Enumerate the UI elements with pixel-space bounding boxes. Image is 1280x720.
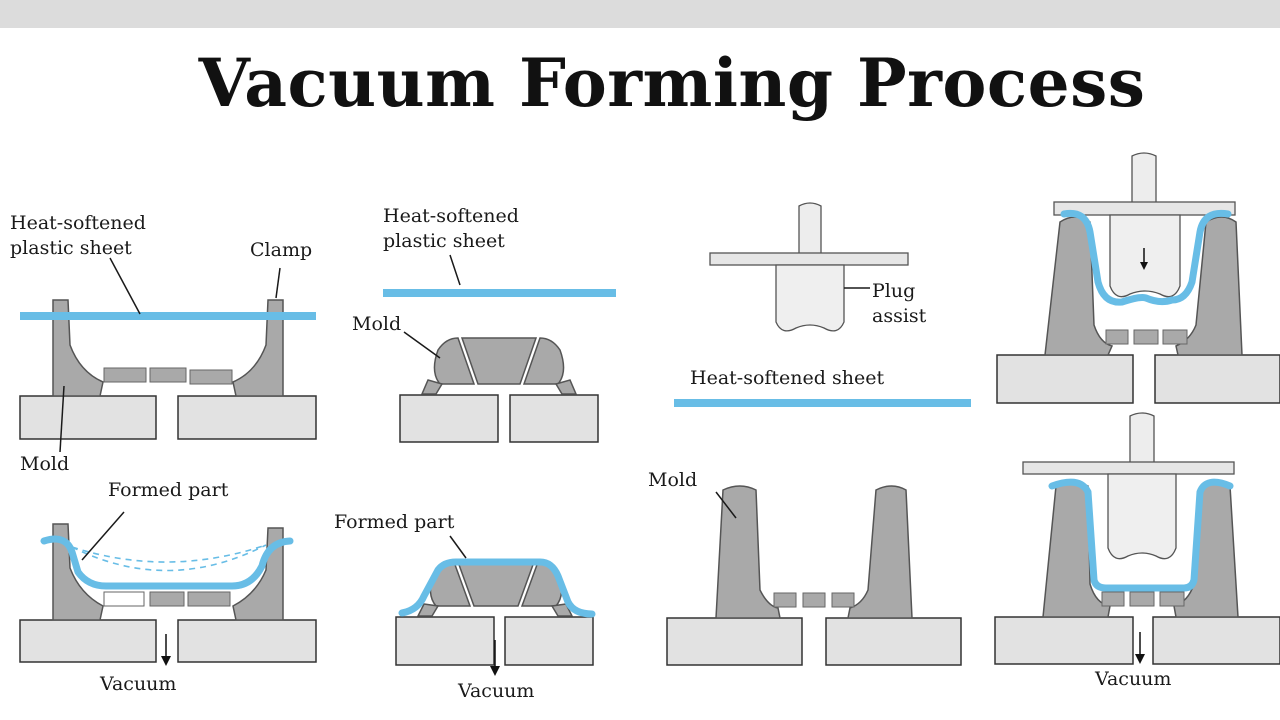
mold-right bbox=[1175, 216, 1243, 356]
mold-left bbox=[433, 337, 476, 385]
leader-line bbox=[449, 535, 467, 559]
base-left bbox=[666, 617, 803, 666]
label-vacuum: Vacuum bbox=[457, 680, 534, 702]
plug-rod bbox=[1131, 152, 1157, 204]
plug-assist bbox=[1109, 214, 1181, 298]
base-right bbox=[509, 394, 599, 443]
vacuum-arrow-head-icon bbox=[1135, 654, 1145, 664]
label-mold: Mold bbox=[20, 453, 69, 475]
formed-part bbox=[40, 535, 294, 590]
formed-part bbox=[1060, 209, 1232, 306]
mold-block bbox=[1129, 591, 1155, 607]
mold-left bbox=[52, 299, 104, 397]
mold-right bbox=[847, 485, 913, 619]
label-mold: Mold bbox=[648, 469, 697, 491]
mold-block bbox=[1159, 591, 1185, 607]
base-left bbox=[395, 616, 495, 666]
label-sheet-line1: Heat-softened bbox=[383, 205, 519, 227]
mold-block bbox=[189, 369, 233, 385]
sheet-motion-trace bbox=[71, 544, 267, 563]
leader-line bbox=[59, 385, 65, 453]
panel-formed-male: Formed part Vacuum bbox=[334, 511, 596, 702]
formed-part bbox=[1048, 478, 1234, 592]
mold-block bbox=[1105, 329, 1129, 345]
mold-block bbox=[773, 592, 797, 608]
mold-block bbox=[802, 592, 826, 608]
label-sheet-line2: plastic sheet bbox=[383, 230, 505, 252]
plug-assist bbox=[775, 264, 845, 332]
mold-block bbox=[149, 367, 187, 383]
base-left bbox=[19, 619, 157, 663]
plug-plate bbox=[1022, 461, 1235, 475]
mold-left bbox=[1042, 481, 1111, 618]
label-plug-line2: assist bbox=[872, 305, 927, 327]
panel-plug-assist-setup: Plug assist Heat-softened sheet Mold bbox=[648, 202, 971, 666]
base-left bbox=[19, 395, 157, 440]
label-formed-part: Formed part bbox=[334, 511, 455, 533]
panel-clamp-setup: Heat-softened plastic sheet Clamp Mold bbox=[10, 212, 317, 475]
label-mold: Mold bbox=[352, 313, 401, 335]
panel-sheet-above-mold: Heat-softened plastic sheet Mold bbox=[352, 205, 616, 443]
mold-center bbox=[460, 337, 538, 385]
mold-block bbox=[149, 591, 185, 607]
mold-block bbox=[103, 367, 147, 383]
mold-block bbox=[187, 591, 231, 607]
leader-line bbox=[275, 267, 281, 299]
base-right bbox=[504, 616, 594, 666]
label-vacuum: Vacuum bbox=[1094, 668, 1171, 690]
top-bar bbox=[0, 0, 1280, 28]
mold-block bbox=[1101, 591, 1125, 607]
mold-block bbox=[103, 591, 145, 607]
mold-foot-left bbox=[416, 603, 440, 617]
plug-assist bbox=[1107, 473, 1177, 560]
plug-plate bbox=[709, 252, 909, 266]
leader-line bbox=[449, 254, 461, 286]
vacuum-arrow-head-icon bbox=[490, 666, 500, 676]
mold-left bbox=[1044, 216, 1114, 356]
leader-line bbox=[403, 331, 441, 359]
base-right bbox=[1152, 616, 1280, 665]
plug-rod bbox=[1129, 412, 1155, 464]
panel-formed-female: Formed part Vacuum bbox=[19, 479, 317, 695]
leader-line bbox=[81, 511, 125, 561]
page-title: Vacuum Forming Process bbox=[198, 44, 1146, 122]
base-right bbox=[1154, 354, 1280, 404]
mold-right bbox=[522, 337, 565, 385]
mold-left bbox=[715, 485, 781, 619]
plug-arrow-head-icon bbox=[1140, 262, 1148, 270]
mold-right bbox=[232, 299, 284, 397]
base-right bbox=[825, 617, 962, 666]
panel-plug-pushing bbox=[996, 152, 1280, 404]
plug-rod bbox=[798, 202, 822, 255]
label-clamp: Clamp bbox=[250, 239, 312, 261]
label-vacuum: Vacuum bbox=[99, 673, 176, 695]
panel-plug-vacuum: Vacuum bbox=[994, 412, 1280, 690]
base-left bbox=[996, 354, 1134, 404]
mold-foot-right bbox=[554, 379, 578, 395]
vacuum-arrow-head-icon bbox=[161, 656, 171, 666]
label-plug-line1: Plug bbox=[872, 280, 915, 302]
mold-block bbox=[1162, 329, 1188, 345]
mold-block bbox=[1133, 329, 1159, 345]
mold-left bbox=[52, 523, 104, 621]
label-sheet-line1: Heat-softened bbox=[10, 212, 146, 234]
base-right bbox=[177, 395, 317, 440]
mold-block bbox=[831, 592, 855, 608]
leader-line bbox=[109, 257, 141, 315]
base-left bbox=[994, 616, 1134, 665]
sheet-motion-trace bbox=[71, 544, 267, 572]
formed-part bbox=[398, 558, 596, 618]
mold-center bbox=[456, 561, 536, 607]
label-formed-part: Formed part bbox=[108, 479, 229, 501]
label-sheet-line2: plastic sheet bbox=[10, 237, 132, 259]
base-right bbox=[177, 619, 317, 663]
label-sheet: Heat-softened sheet bbox=[690, 367, 884, 389]
leader-line bbox=[715, 491, 737, 519]
mold-foot-left bbox=[420, 379, 444, 395]
base-left bbox=[399, 394, 499, 443]
